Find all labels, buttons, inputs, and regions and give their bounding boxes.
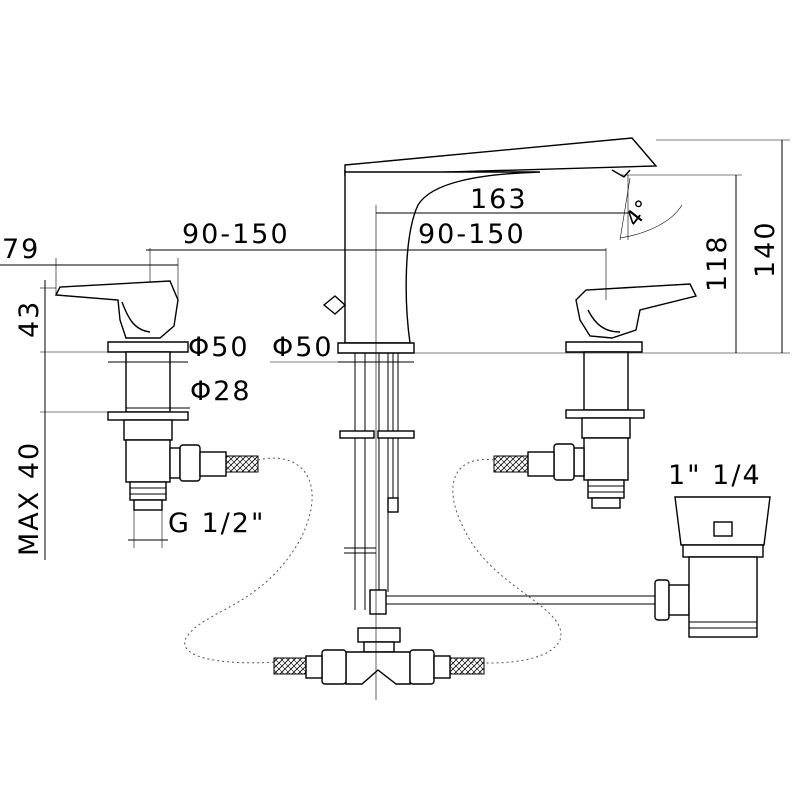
dim-flange-left: Φ50 [188, 332, 250, 363]
dimension-lines [0, 139, 790, 700]
dim-shank-diameter: Φ28 [190, 376, 252, 407]
right-valve [452, 283, 698, 664]
dim-spread-left: 90-150 [182, 219, 290, 250]
dim-spout-reach: 163 [470, 184, 528, 215]
dim-handle-height: 43 [14, 300, 45, 338]
mixer-body [273, 627, 485, 685]
dimension-labels: 163 90-150 90-150 79 43 Φ50 Φ50 Φ28 MAX … [2, 184, 781, 556]
dim-total-height: 140 [750, 220, 781, 278]
dim-flange-center: Φ50 [272, 332, 334, 363]
dim-max-thickness: MAX 40 [14, 441, 45, 556]
dim-connection: G 1/2" [168, 508, 265, 539]
drain-assembly [369, 496, 771, 638]
dim-handle-width: 79 [2, 234, 40, 265]
dim-drain-size: 1" 1/4 [668, 460, 762, 491]
dim-outlet-height: 118 [702, 234, 733, 292]
dim-spread-right: 90-150 [418, 219, 526, 250]
